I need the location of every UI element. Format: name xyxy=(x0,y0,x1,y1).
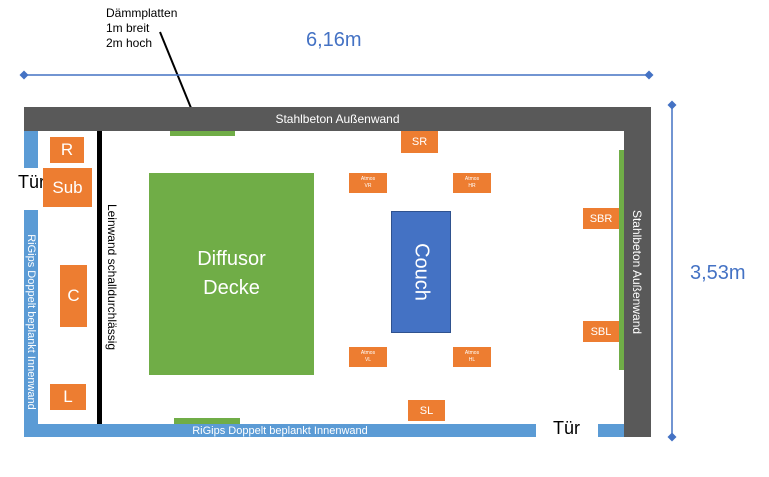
width-dimension: 6,16m xyxy=(306,29,362,51)
right-wall-label: Stahlbeton Außenwand xyxy=(630,209,644,335)
speaker-atmos-vr: Atmos VR xyxy=(349,173,387,193)
right-wall xyxy=(624,107,651,437)
couch xyxy=(391,211,451,333)
speaker-atmos-vl: Atmos VL xyxy=(349,347,387,367)
left-door-label: Tür xyxy=(18,172,45,192)
left-wall xyxy=(24,210,38,424)
bottom-door-label: Tür xyxy=(553,418,580,438)
absorber-panel-bottom xyxy=(174,418,240,424)
note-line-1: Dämmplatten xyxy=(106,6,178,20)
bottom-wall: RiGips Doppelt beplankt Innenwand xyxy=(24,424,536,437)
bottom-wall-segment xyxy=(598,424,624,437)
speaker-c: C xyxy=(60,265,87,327)
speaker-r: R xyxy=(50,137,84,163)
atmos-vl-pos: VL xyxy=(364,357,372,363)
note-line-3: 2m hoch xyxy=(106,36,153,50)
diffusor-line-1: Diffusor xyxy=(197,248,266,270)
couch-label: Couch xyxy=(410,243,433,301)
screen-line xyxy=(97,131,102,424)
speaker-l: L xyxy=(50,384,86,410)
atmos-hr-name: Atmos xyxy=(464,176,480,182)
absorber-panel-top xyxy=(170,131,235,136)
atmos-hr-pos: HR xyxy=(468,183,476,189)
speaker-atmos-hl: Atmos HL xyxy=(453,347,491,367)
speaker-atmos-hr: Atmos HR xyxy=(453,173,491,193)
left-wall-upper xyxy=(24,131,38,168)
left-wall-label: RiGips Doppelt beplankt Innenwand xyxy=(25,234,37,410)
speaker-sbr: SBR xyxy=(583,208,619,229)
speaker-sr: SR xyxy=(401,131,438,153)
atmos-vl-name: Atmos xyxy=(360,350,376,356)
atmos-hl-name: Atmos xyxy=(464,350,480,356)
atmos-hl-pos: HL xyxy=(468,357,476,363)
atmos-vr-pos: VR xyxy=(364,183,372,189)
note-line-2: 1m breit xyxy=(106,21,150,35)
top-wall-label: Stahlbeton Außenwand xyxy=(275,112,400,126)
atmos-vr-name: Atmos xyxy=(360,176,376,182)
height-dimension: 3,53m xyxy=(690,262,746,284)
bottom-wall-label: RiGips Doppelt beplankt Innenwand xyxy=(192,424,368,437)
top-wall: Stahlbeton Außenwand xyxy=(24,107,651,131)
diffusor-line-2: Decke xyxy=(203,277,260,299)
absorber-note: Dämmplatten 1m breit 2m hoch xyxy=(106,6,177,51)
speaker-sub: Sub xyxy=(43,168,92,207)
speaker-sl: SL xyxy=(408,400,445,421)
absorber-panel-right xyxy=(619,150,624,370)
ceiling-diffusor: Diffusor Decke xyxy=(149,173,314,375)
screen-label: Leinwand schalldurchlässig xyxy=(105,203,119,351)
speaker-sbl: SBL xyxy=(583,321,619,342)
